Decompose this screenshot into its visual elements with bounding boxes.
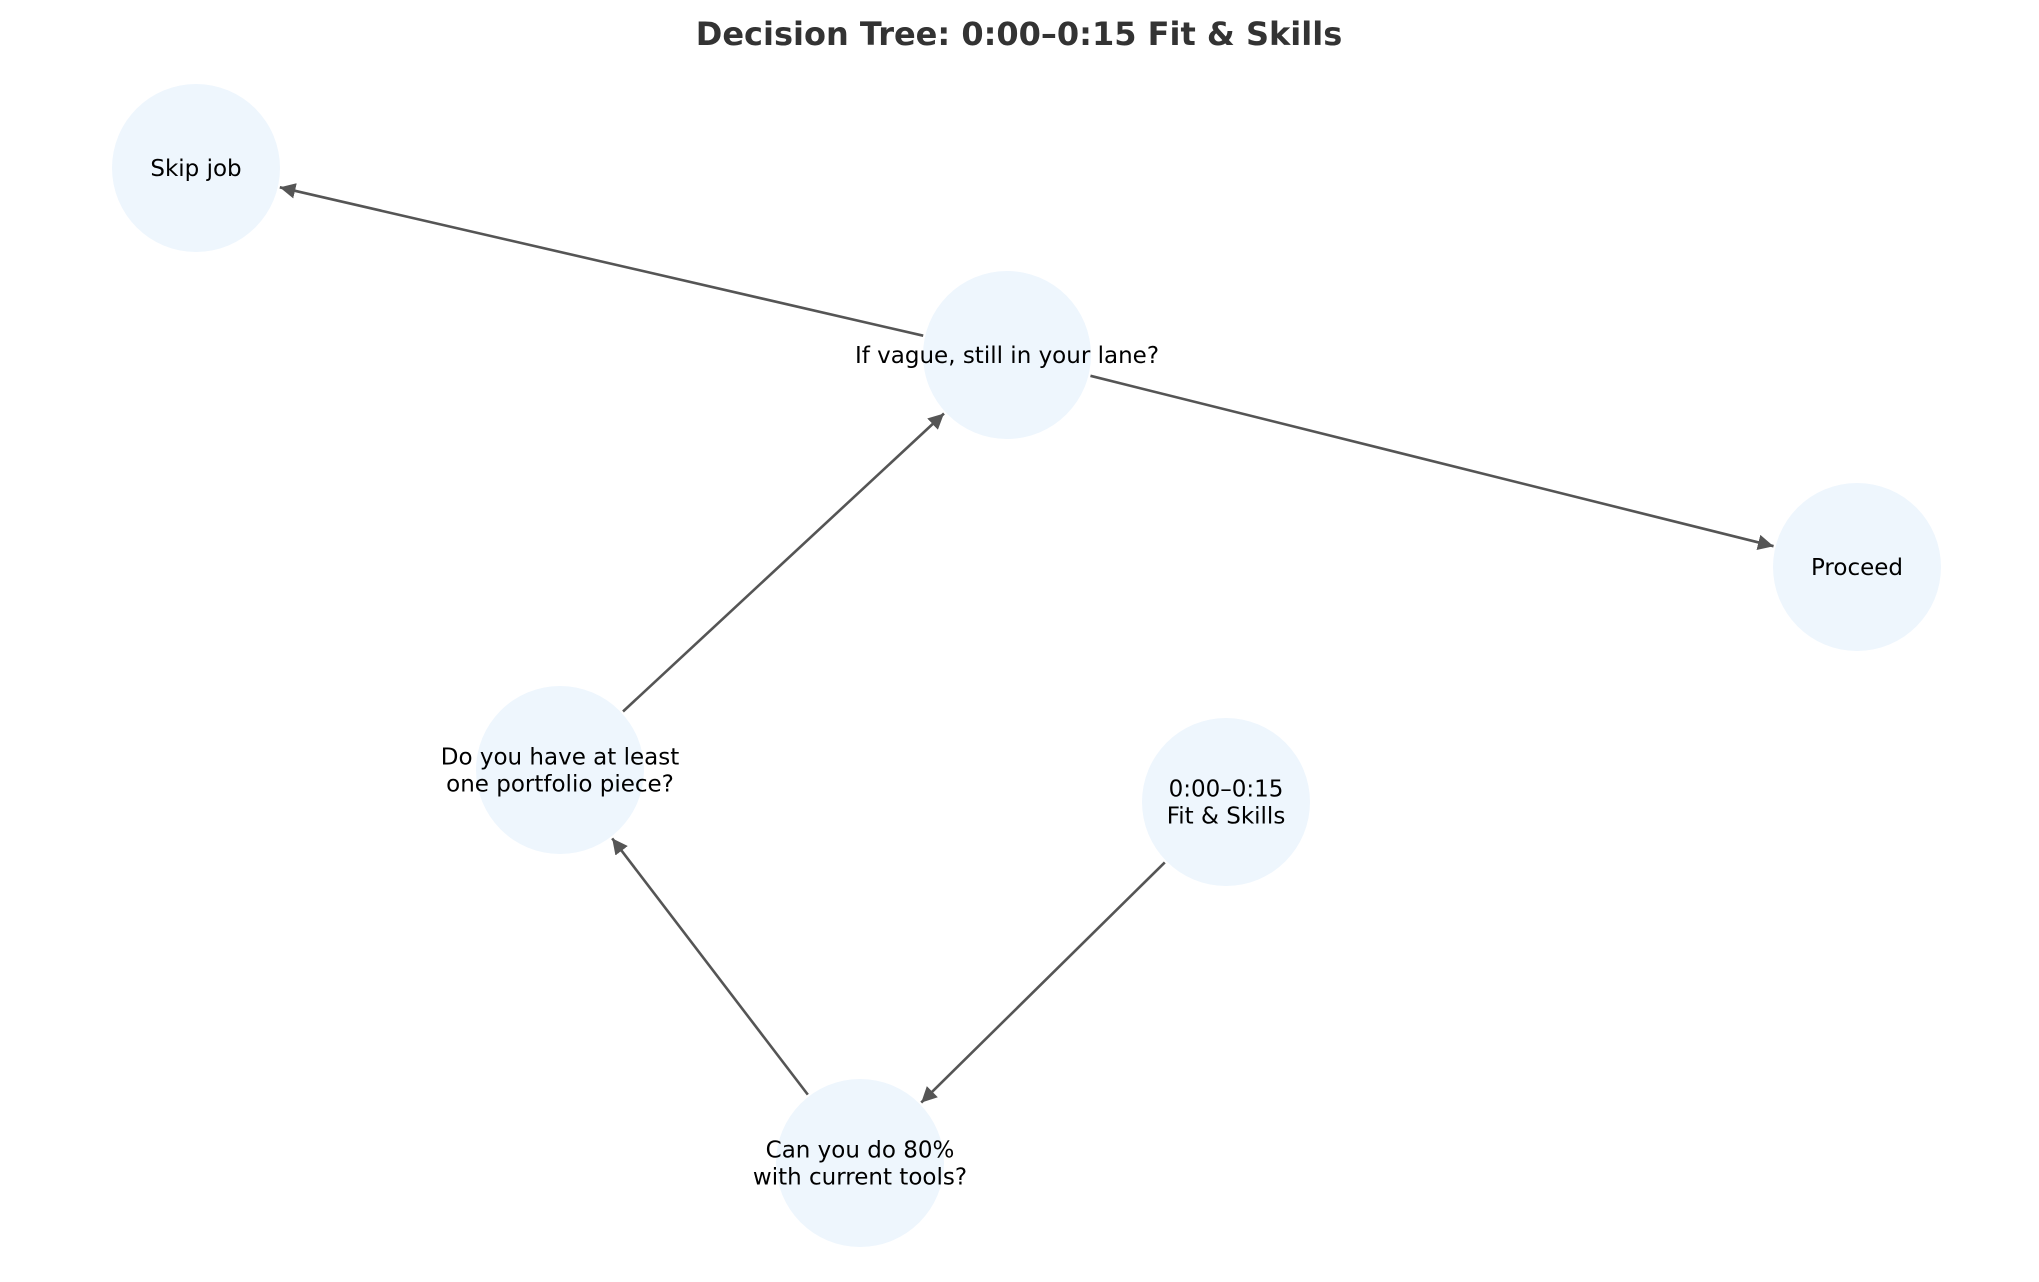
node-circle-start <box>1142 718 1310 886</box>
node-label-start-line-2: Fit & Skills <box>1167 804 1286 830</box>
node-label-tools-line-2: with current tools? <box>753 1165 967 1191</box>
node-label-portfolio-line-1: Do you have at least <box>441 745 679 771</box>
diagram-title: Decision Tree: 0:00–0:15 Fit & Skills <box>696 15 1342 53</box>
node-lane: If vague, still in your lane? <box>855 271 1159 439</box>
edge-start-to-tools <box>920 861 1166 1104</box>
node-circle-portfolio <box>476 686 644 854</box>
node-label-start-line-1: 0:00–0:15 <box>1169 777 1284 803</box>
node-label-portfolio-line-2: one portfolio piece? <box>446 772 674 798</box>
edge-tools-to-portfolio <box>611 837 809 1096</box>
edges-layer <box>279 183 1774 1104</box>
node-circle-proceed <box>1773 483 1941 651</box>
node-label-tools-line-1: Can you do 80% <box>766 1138 955 1164</box>
node-label-skip-line-1: Skip job <box>150 156 241 182</box>
edge-lane-to-proceed <box>1090 374 1774 550</box>
node-tools: Can you do 80%with current tools? <box>753 1079 967 1247</box>
node-skip: Skip job <box>112 84 280 252</box>
node-proceed: Proceed <box>1773 483 1941 651</box>
node-circle-lane <box>923 271 1091 439</box>
node-circle-skip <box>112 84 280 252</box>
node-label-proceed-line-1: Proceed <box>1811 555 1903 581</box>
edge-portfolio-to-lane <box>622 412 945 713</box>
node-circle-tools <box>776 1079 944 1247</box>
node-label-lane-line-1: If vague, still in your lane? <box>855 343 1159 369</box>
edge-lane-to-skip <box>279 183 924 337</box>
